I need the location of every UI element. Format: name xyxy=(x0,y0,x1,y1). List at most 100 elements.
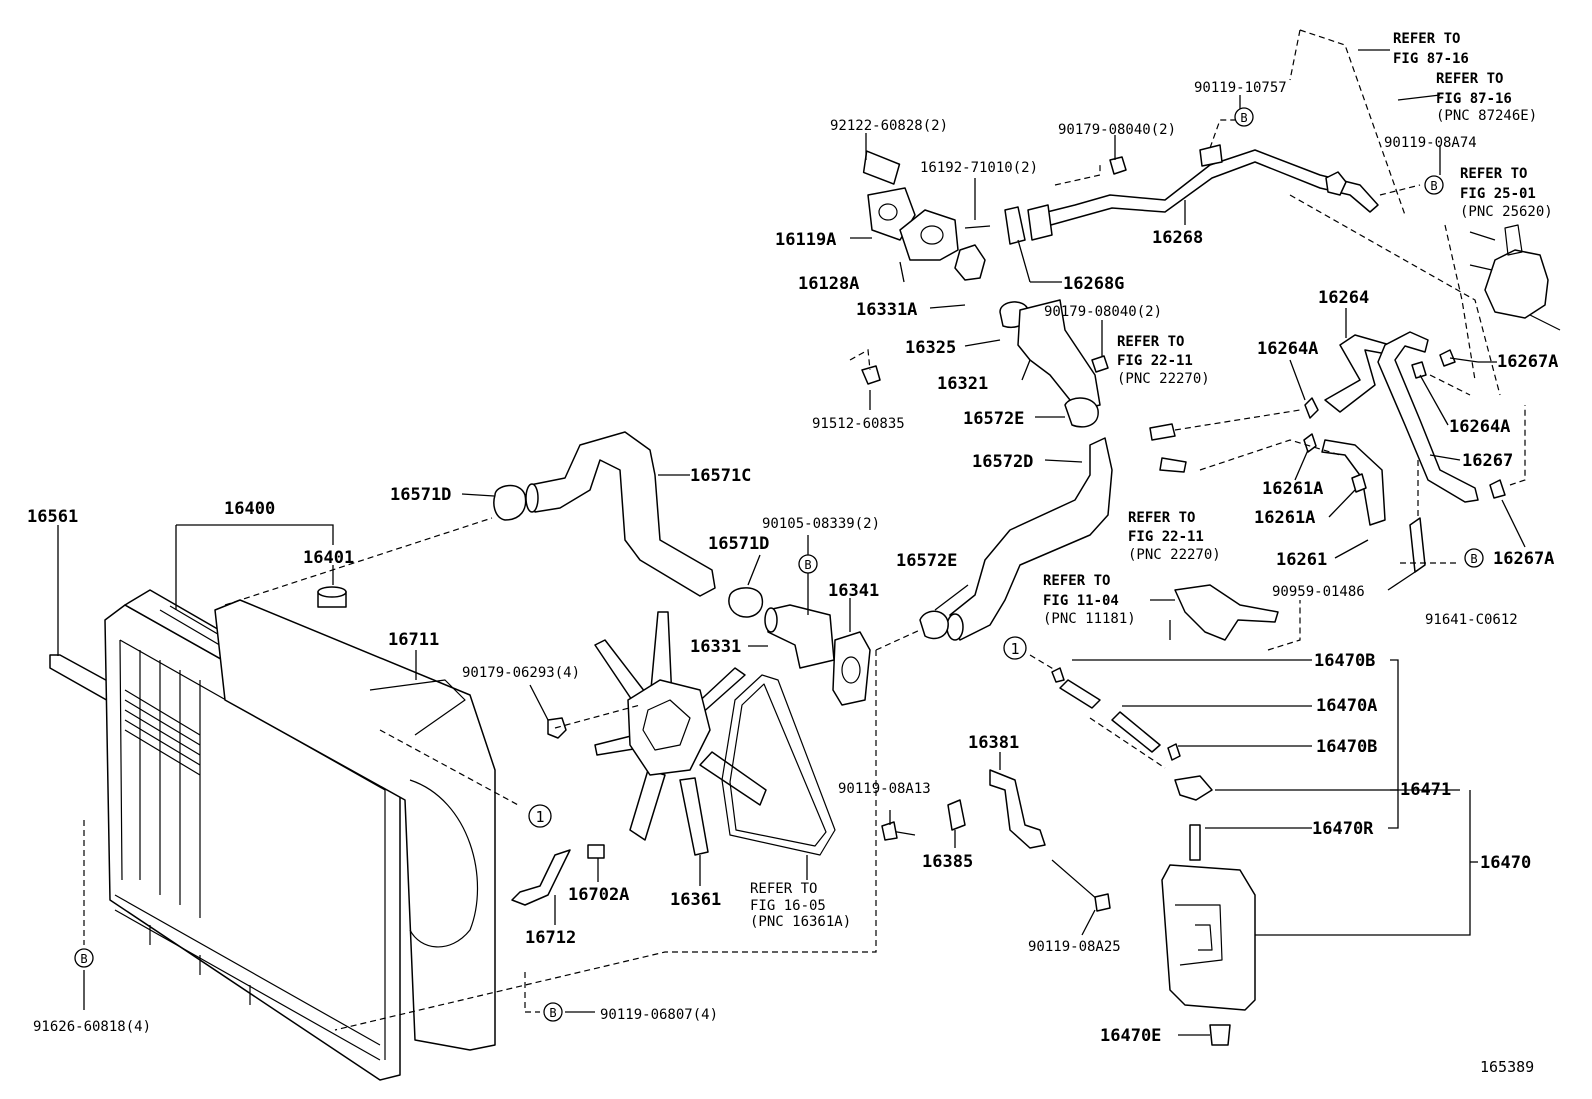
marker-b-90105: B xyxy=(798,554,818,574)
fan-drawing xyxy=(594,611,767,856)
svg-text:REFER TO: REFER TO xyxy=(1128,510,1195,526)
svg-text:1: 1 xyxy=(1010,640,1019,658)
label-16128a: 16128A xyxy=(798,274,859,294)
svg-text:(PNC 22270): (PNC 22270) xyxy=(1117,371,1210,387)
label-90105-08339: 90105-08339(2) xyxy=(762,516,880,532)
label-16119a: 16119A xyxy=(775,230,836,250)
svg-text:B: B xyxy=(1430,179,1437,193)
label-90119-08a13: 90119-08A13 xyxy=(838,781,931,797)
label-16261: 16261 xyxy=(1276,550,1327,570)
svg-text:REFER TO: REFER TO xyxy=(1117,334,1184,350)
label-16261a-upper: 16261A xyxy=(1262,479,1323,499)
svg-text:(PNC 16361A): (PNC 16361A) xyxy=(750,914,851,930)
svg-text:B: B xyxy=(1470,552,1477,566)
label-16385: 16385 xyxy=(922,852,973,872)
label-90959-01486: 90959-01486 xyxy=(1272,584,1365,600)
label-16571d-lower: 16571D xyxy=(708,534,769,554)
svg-text:(PNC 22270): (PNC 22270) xyxy=(1128,547,1221,563)
label-16470: 16470 xyxy=(1480,853,1531,873)
svg-text:B: B xyxy=(80,952,87,966)
label-16267a-lower: 16267A xyxy=(1493,549,1554,569)
label-16470r: 16470R xyxy=(1312,819,1374,839)
label-16267: 16267 xyxy=(1462,451,1513,471)
label-16470a: 16470A xyxy=(1316,696,1377,716)
label-16331: 16331 xyxy=(690,637,741,657)
reference-notes: REFER TO FIG 87-16 REFER TO FIG 87-16 (P… xyxy=(750,31,1553,930)
svg-text:FIG 87-16: FIG 87-16 xyxy=(1393,51,1469,67)
label-16711: 16711 xyxy=(388,630,439,650)
svg-text:B: B xyxy=(804,558,811,572)
label-16572d: 16572D xyxy=(972,452,1033,472)
fan-belt-drawing xyxy=(721,674,836,856)
label-91641-c0612: 91641-C0612 xyxy=(1425,612,1518,628)
ref-fig-87-16-b: REFER TO FIG 87-16 (PNC 87246E) xyxy=(1436,71,1537,124)
label-90119-06807: 90119-06807(4) xyxy=(600,1007,718,1023)
svg-text:REFER TO: REFER TO xyxy=(1043,573,1110,589)
label-16331a: 16331A xyxy=(856,300,917,320)
water-outlet-drawing xyxy=(861,150,1109,428)
marker-b-radiator-bottom: B xyxy=(74,948,94,968)
part-labels: 16561 16400 16401 16711 16571D 16571C 16… xyxy=(27,80,1558,1046)
svg-text:B: B xyxy=(1240,111,1247,125)
marker-1-reservoir: 1 xyxy=(1003,636,1027,660)
label-16572e-upper: 16572E xyxy=(963,409,1024,429)
svg-text:REFER TO: REFER TO xyxy=(1393,31,1460,47)
marker-b-90119-06807: B xyxy=(543,1002,563,1022)
ref-fig-22-11-a: REFER TO FIG 22-11 (PNC 22270) xyxy=(1117,334,1210,387)
ref-fig-11-04: REFER TO FIG 11-04 (PNC 11181) xyxy=(1043,573,1136,627)
label-16712: 16712 xyxy=(525,928,576,948)
reservoir-tank-drawing xyxy=(1161,864,1256,1011)
radiator-assembly-drawing xyxy=(49,586,605,1081)
svg-text:(PNC 87246E): (PNC 87246E) xyxy=(1436,108,1537,124)
heater-hoses-drawing xyxy=(1149,331,1506,573)
marker-b-91641: B xyxy=(1464,548,1484,568)
label-16401: 16401 xyxy=(303,548,354,568)
label-16571d-upper: 16571D xyxy=(390,485,451,505)
label-16264a-left: 16264A xyxy=(1257,339,1318,359)
label-16267a-upper: 16267A xyxy=(1497,352,1558,372)
dashed-lines xyxy=(83,29,1526,1031)
label-16400: 16400 xyxy=(224,499,275,519)
label-92122-60828: 92122-60828(2) xyxy=(830,118,948,134)
label-16192-71010: 16192-71010(2) xyxy=(920,160,1038,176)
svg-text:FIG 25-01: FIG 25-01 xyxy=(1460,186,1536,202)
label-16321: 16321 xyxy=(937,374,988,394)
svg-text:(PNC 25620): (PNC 25620) xyxy=(1460,204,1553,220)
svg-text:FIG 87-16: FIG 87-16 xyxy=(1436,91,1512,107)
label-16325: 16325 xyxy=(905,338,956,358)
svg-text:FIG 22-11: FIG 22-11 xyxy=(1128,529,1204,545)
label-16470b-lower: 16470B xyxy=(1316,737,1377,757)
svg-text:1: 1 xyxy=(535,808,544,826)
lower-hose-drawing xyxy=(949,437,1113,641)
label-16561: 16561 xyxy=(27,507,78,527)
label-16264: 16264 xyxy=(1318,288,1369,308)
label-16264a-right: 16264A xyxy=(1449,417,1510,437)
label-90179-08040-upper: 90179-08040(2) xyxy=(1058,122,1176,138)
svg-text:(PNC 11181): (PNC 11181) xyxy=(1043,611,1136,627)
upper-hose-drawing xyxy=(529,431,716,597)
label-16571c: 16571C xyxy=(690,466,751,486)
label-16381: 16381 xyxy=(968,733,1019,753)
label-16471: 16471 xyxy=(1400,780,1451,800)
label-90179-08040-lower: 90179-08040(2) xyxy=(1044,304,1162,320)
svg-text:FIG 22-11: FIG 22-11 xyxy=(1117,353,1193,369)
label-91626-60818: 91626-60818(4) xyxy=(33,1019,151,1035)
marker-b-90119-08a74: B xyxy=(1424,175,1444,195)
ref-fig-22-11-b: REFER TO FIG 22-11 (PNC 22270) xyxy=(1128,510,1221,563)
svg-text:B: B xyxy=(549,1006,556,1020)
label-16572e-lower: 16572E xyxy=(896,551,957,571)
label-16470e: 16470E xyxy=(1100,1026,1161,1046)
svg-text:REFER TO: REFER TO xyxy=(1460,166,1527,182)
marker-1-radiator: 1 xyxy=(528,804,552,828)
figure-number: 165389 xyxy=(1480,1058,1534,1076)
label-91512-60835: 91512-60835 xyxy=(812,416,905,432)
label-16702a: 16702A xyxy=(568,885,629,905)
ref-fig-25-01: REFER TO FIG 25-01 (PNC 25620) xyxy=(1460,166,1553,220)
bypass-pipe-drawing xyxy=(1034,149,1379,229)
svg-text:REFER TO: REFER TO xyxy=(1436,71,1503,87)
label-90179-06293: 90179-06293(4) xyxy=(462,665,580,681)
label-90119-08a74: 90119-08A74 xyxy=(1384,135,1477,151)
svg-text:FIG 16-05: FIG 16-05 xyxy=(750,898,826,914)
label-16361: 16361 xyxy=(670,890,721,910)
